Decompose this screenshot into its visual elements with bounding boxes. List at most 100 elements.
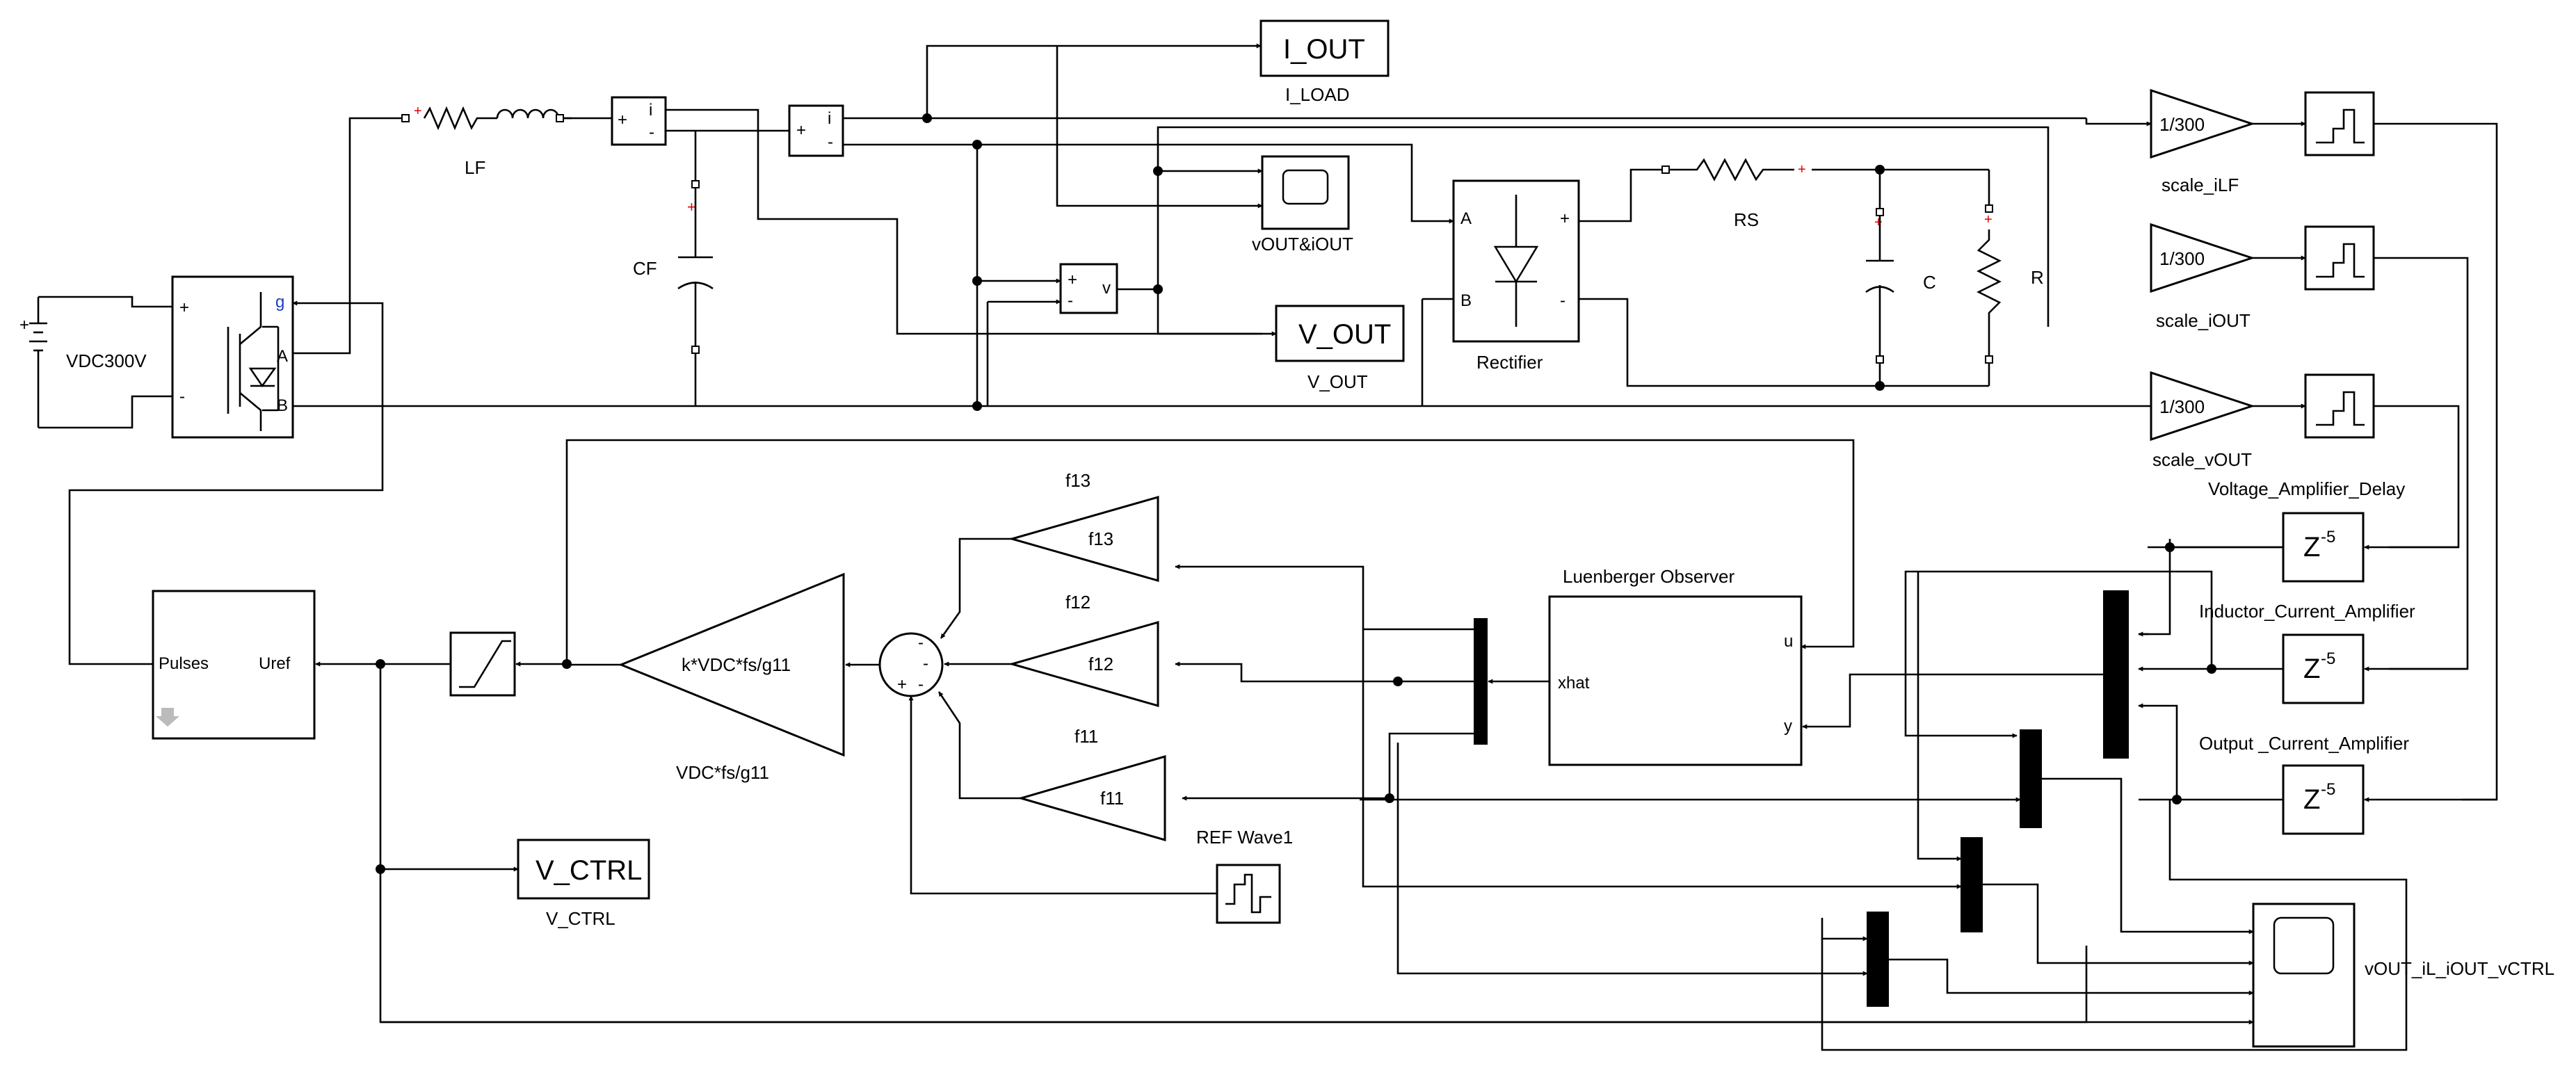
output-amp-block[interactable]: Z -5 — [2282, 764, 2365, 835]
gain-k-block[interactable]: k*VDC*fs/g11 VDC*fs/g11 — [618, 572, 845, 783]
v-out-block[interactable]: V_OUT V_OUT — [1275, 305, 1405, 392]
rect-port-plus: + — [1560, 209, 1570, 228]
inductor-lf[interactable]: + LF — [401, 104, 572, 178]
inverter-block[interactable]: + - g A B — [171, 275, 294, 439]
gain-k-value: k*VDC*fs/g11 — [682, 654, 791, 675]
zoh-iout[interactable] — [2304, 225, 2375, 291]
delay-section: Voltage_Amplifier_Delay Z -5 Inductor_Cu… — [1904, 478, 2497, 835]
i-out-block[interactable]: I_OUT I_LOAD — [1259, 19, 1390, 105]
control-section: Pulses Uref k*VDC*fs/g11 VDC*fs/g11 — [68, 300, 2554, 1051]
rectifier-label: Rectifier — [1476, 352, 1543, 373]
gain-f13-label: f13 — [1065, 470, 1090, 491]
voltage-delay-block[interactable]: Z -5 — [2282, 512, 2365, 583]
capacitor-cf[interactable]: + CF — [633, 131, 714, 406]
i-out-label: I_LOAD — [1285, 84, 1350, 105]
inverter-port-g: g — [275, 293, 284, 312]
ref-wave-block[interactable]: REF Wave1 — [1196, 827, 1293, 924]
sum-sign-1: - — [918, 633, 924, 652]
observer-port-xhat: xhat — [1558, 674, 1590, 693]
scope-mux-3[interactable] — [1867, 912, 1889, 1007]
gain-f13-value: f13 — [1088, 528, 1113, 549]
inverter-port-b: B — [277, 396, 288, 415]
sum-sign-4: + — [897, 675, 907, 694]
measurement-mux[interactable] — [2103, 590, 2129, 759]
svg-text:+: + — [414, 104, 422, 119]
inductor-lf-label: LF — [465, 157, 485, 178]
inverter-port-minus: - — [179, 387, 185, 406]
scale-vout-gain[interactable]: 1/300 scale_vOUT — [2150, 371, 2255, 470]
v-ctrl-text: V_CTRL — [536, 855, 642, 886]
observer-title: Luenberger Observer — [1563, 566, 1734, 587]
rect-port-b: B — [1460, 291, 1472, 310]
ref-wave-label: REF Wave1 — [1196, 827, 1293, 848]
observer-port-u: u — [1784, 632, 1793, 651]
current-meter-2[interactable]: + i - — [788, 104, 844, 157]
observer-block[interactable]: Luenberger Observer xhat u y — [1548, 566, 1803, 766]
gain-f12-label: f12 — [1065, 592, 1090, 613]
gain-f13-block[interactable]: f13 f13 — [1008, 470, 1159, 582]
cm1-port-plus: + — [618, 111, 627, 129]
scale-iout-label: scale_iOUT — [2156, 310, 2251, 331]
inductor-amp-text: Z — [2303, 654, 2320, 684]
zoh-vout[interactable] — [2304, 373, 2375, 439]
scope-vout-iout-label: vOUT&iOUT — [1252, 234, 1353, 254]
scale-ilf-value: 1/300 — [2159, 114, 2205, 135]
resistor-r-label: R — [2031, 267, 2044, 288]
v-out-text: V_OUT — [1298, 319, 1391, 350]
inverter-port-a: A — [277, 347, 288, 366]
inverter-port-plus: + — [179, 298, 189, 317]
scope-mux-2[interactable] — [1961, 837, 1983, 932]
sum-block[interactable]: - - - + — [878, 632, 944, 697]
current-meter-1[interactable]: + i - — [611, 96, 667, 146]
scaling-section: 1/300 scale_iLF 1/300 scale_iOUT 1/300 s… — [2150, 88, 2498, 801]
pulses-port-uref: Uref — [259, 654, 291, 673]
resistor-rs[interactable]: + RS — [1579, 158, 1806, 230]
scale-ilf-label: scale_iLF — [2162, 175, 2239, 195]
rectifier-block[interactable]: A B + - Rectifier — [1452, 179, 1580, 373]
inductor-amp-block[interactable]: Z -5 — [2282, 633, 2365, 704]
scale-iout-gain[interactable]: 1/300 scale_iOUT — [2150, 222, 2255, 331]
cm1-port-i: i — [649, 101, 652, 120]
gain-f12-value: f12 — [1088, 654, 1113, 674]
pulses-block[interactable]: Pulses Uref — [152, 590, 316, 740]
dc-source-block[interactable]: + VDC300V — [19, 296, 172, 429]
gain-k-label: VDC*fs/g11 — [676, 762, 769, 783]
svg-text:+: + — [1984, 212, 1993, 227]
v-out-label: V_OUT — [1307, 371, 1368, 392]
sum-sign-2: - — [923, 654, 928, 673]
i-out-text: I_OUT — [1283, 34, 1365, 65]
scope-mux-1[interactable] — [2020, 729, 2042, 828]
scope-main-label: vOUT_iL_iOUT_vCTRL — [2365, 958, 2554, 979]
resistor-r[interactable]: + R — [1977, 170, 2044, 386]
output-amp-label: Output _Current_Amplifier — [2199, 733, 2409, 754]
inductor-amp-exp: -5 — [2321, 649, 2335, 668]
scale-vout-label: scale_vOUT — [2152, 449, 2252, 470]
zoh-ilf[interactable] — [2304, 91, 2375, 156]
gain-f11-label: f11 — [1074, 726, 1098, 747]
svg-text:+: + — [1798, 162, 1806, 177]
resistor-rs-label: RS — [1734, 209, 1759, 230]
sum-sign-3: - — [918, 675, 924, 694]
svg-text:+: + — [1874, 215, 1883, 230]
vm-port-plus: + — [1068, 270, 1077, 289]
scope-main[interactable]: vOUT_iL_iOUT_vCTRL — [2252, 903, 2554, 1048]
v-ctrl-label: V_CTRL — [546, 908, 615, 929]
scale-ilf-gain[interactable]: 1/300 scale_iLF — [2150, 88, 2255, 195]
scope-vout-iout[interactable]: vOUT&iOUT — [1252, 155, 1353, 254]
observer-port-y: y — [1784, 717, 1792, 736]
svg-text:+: + — [19, 316, 29, 334]
voltage-delay-label: Voltage_Amplifier_Delay — [2208, 478, 2405, 499]
gain-f12-block[interactable]: f12 f12 — [1008, 592, 1159, 707]
saturation-block[interactable] — [449, 631, 516, 697]
cm2-port-minus: - — [828, 133, 833, 152]
voltage-delay-text: Z — [2303, 532, 2320, 563]
capacitor-cf-label: CF — [633, 258, 657, 279]
capacitor-c[interactable]: + C — [1865, 170, 1936, 386]
output-amp-text: Z — [2303, 784, 2320, 815]
voltage-meter[interactable]: + - v — [1059, 263, 1118, 314]
v-ctrl-block[interactable]: V_CTRL V_CTRL — [517, 839, 650, 929]
capacitor-c-label: C — [1923, 272, 1936, 293]
xhat-demux[interactable] — [1474, 618, 1488, 745]
output-amp-exp: -5 — [2321, 780, 2335, 799]
gain-f11-block[interactable]: f11 f11 — [1017, 726, 1166, 841]
